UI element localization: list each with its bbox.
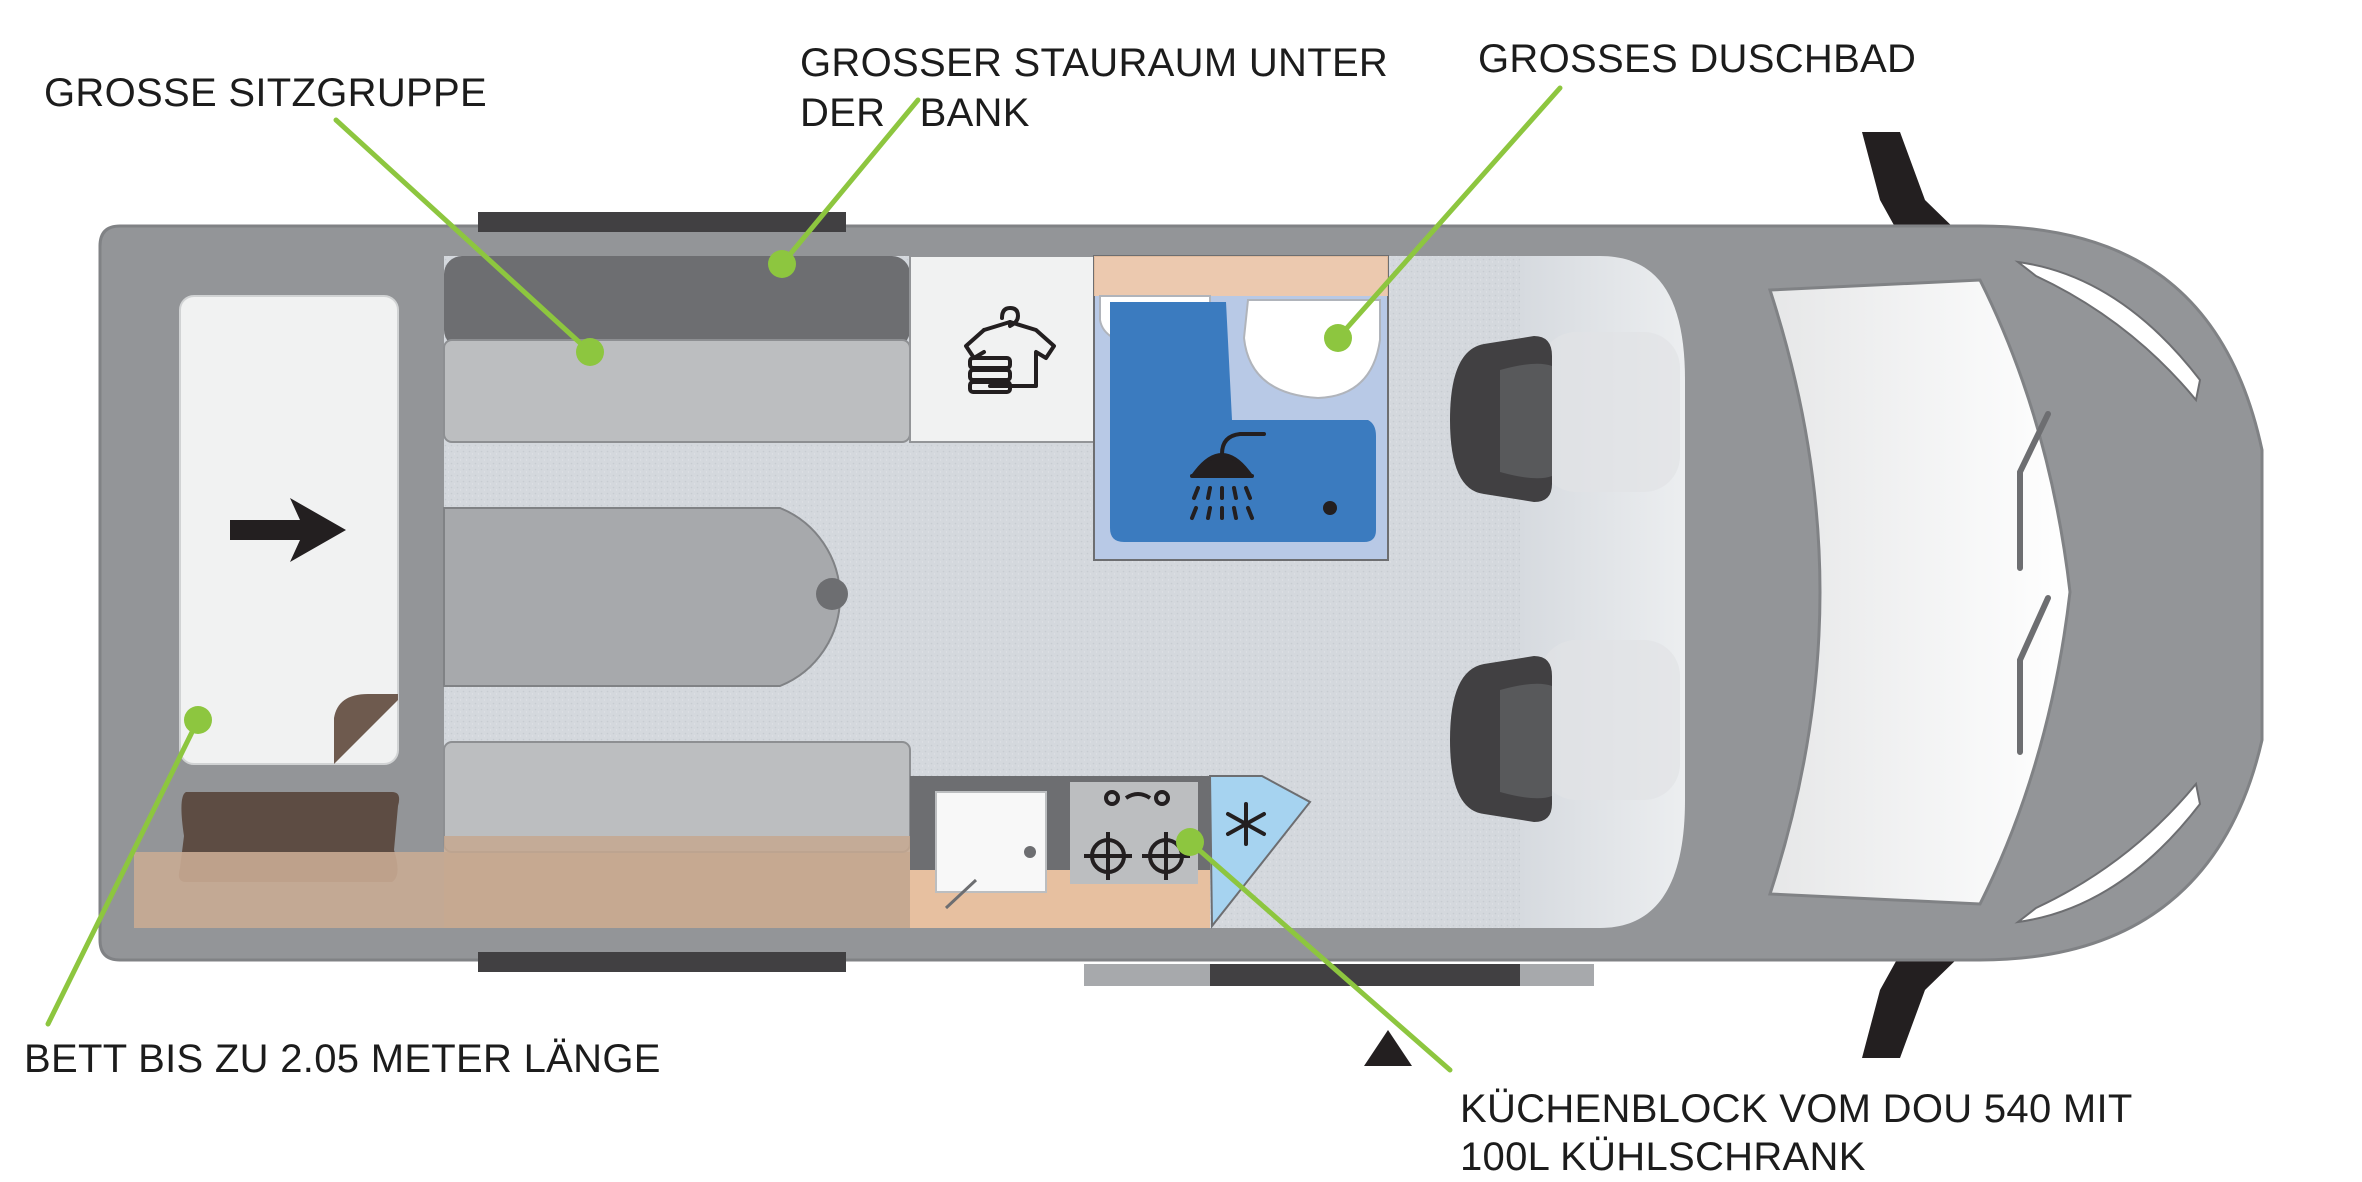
label-storage-line2: DER BANK: [800, 91, 1030, 135]
windshield: [1767, 278, 2072, 906]
sliding-door: [1210, 964, 1520, 986]
callout-dot-seating: [576, 338, 604, 366]
sink-drain: [1024, 846, 1036, 858]
label-kitchen-line2: 100L KÜHLSCHRANK: [1460, 1135, 1866, 1179]
bathroom-shelf: [1094, 256, 1388, 296]
fridge: [1208, 775, 1312, 929]
passenger-seat: [1450, 640, 1680, 822]
bed-corner-fold: [334, 694, 398, 764]
door-triangle-icon: [1364, 1030, 1412, 1066]
callout-line-storage: [779, 97, 921, 267]
label-bed: BETT BIS ZU 2.05 METER LÄNGE: [24, 1037, 661, 1081]
callout-line-bed: [45, 717, 201, 1027]
toilet: [1242, 299, 1381, 400]
label-kitchen-line1: KÜCHENBLOCK VOM DOU 540 MIT: [1460, 1087, 2133, 1131]
dining-table: [443, 507, 842, 687]
sink-tap: [944, 878, 978, 910]
wardrobe: [909, 255, 1095, 443]
callout-line-kitchen: [1187, 839, 1453, 1073]
top-bench-back: [444, 256, 910, 348]
label-storage-line1: GROSSER STAURAUM UNTER: [800, 41, 1389, 85]
side-window-bottom: [2014, 781, 2202, 924]
bottom-window-bar: [478, 952, 846, 972]
bottom-bench-back: [444, 836, 910, 928]
callout-line-bathroom: [1335, 85, 1563, 341]
label-seating: GROSSE SITZGRUPPE: [44, 71, 487, 115]
stove-icon: [1084, 790, 1190, 880]
callout-dot-kitchen: [1176, 828, 1204, 856]
driver-seat: [1450, 332, 1680, 502]
callout-line-seating: [333, 117, 593, 355]
bottom-bench-seat: [443, 741, 911, 853]
callout-dot-bed: [184, 706, 212, 734]
side-window-top: [2014, 260, 2202, 403]
wiper-bottom: [2017, 595, 2051, 755]
shower-drain: [1323, 501, 1337, 515]
stove-top: [1070, 782, 1198, 884]
mirror-bottom: [1862, 954, 1960, 1058]
arrow-icon: [230, 498, 346, 562]
callout-dot-bathroom: [1324, 324, 1352, 352]
wardrobe-icon: [964, 306, 1056, 394]
shower-icon: [1190, 432, 1266, 520]
top-bench-seat: [443, 339, 911, 443]
callout-dot-storage: [768, 250, 796, 278]
kitchen-sink: [935, 791, 1047, 893]
mirror-top: [1862, 132, 1960, 236]
shower-tray: [1110, 302, 1376, 542]
snowflake-icon: [1226, 802, 1266, 846]
top-window-bar: [478, 212, 846, 232]
table-leg: [816, 578, 848, 610]
label-bathroom: GROSSES DUSCHBAD: [1478, 37, 1917, 81]
wiper-top: [2017, 411, 2051, 571]
